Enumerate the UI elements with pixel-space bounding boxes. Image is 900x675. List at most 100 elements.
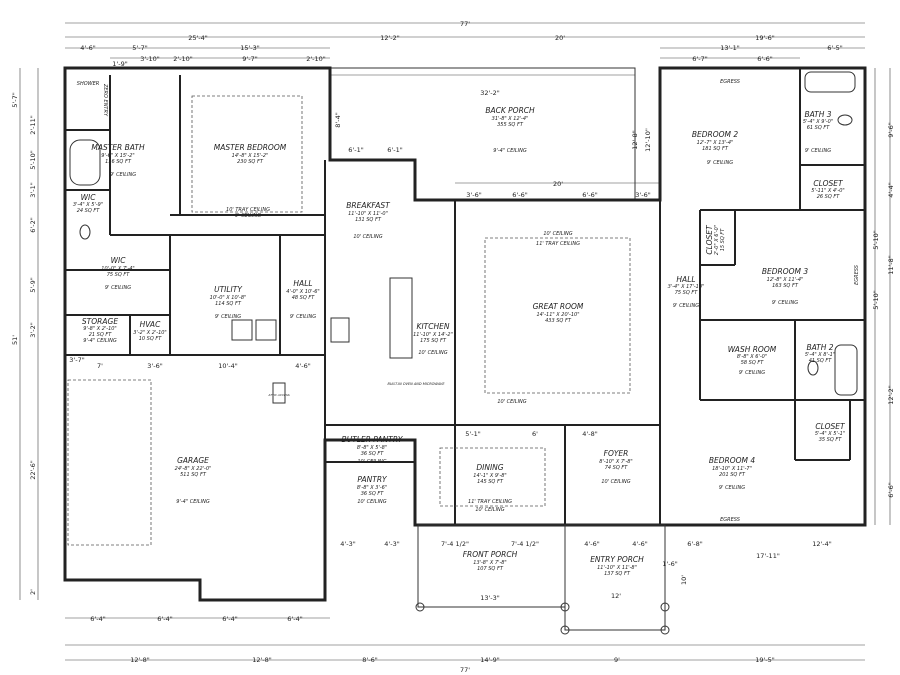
dims-left-side-3: 3'-1" bbox=[29, 182, 37, 197]
dims-garage-top-3: 10'-4" bbox=[218, 362, 238, 370]
dims-right-side-6: 6'-6" bbox=[887, 482, 895, 497]
rooms-wic2-size: 10'-0" X 7'-4" bbox=[101, 266, 134, 272]
dims-front-6: 6'-8" bbox=[687, 540, 702, 548]
rooms-butler-pantry-name: BUTLER PANTRY bbox=[342, 435, 404, 444]
dims-top-row3-0: 1'-9" bbox=[112, 60, 127, 68]
dims-breakfast-openings-0: 6'-1" bbox=[348, 146, 363, 154]
dims-great-room-openings-0: 3'-6" bbox=[466, 191, 481, 199]
rooms-front-porch-area: 107 SQ FT bbox=[477, 566, 504, 572]
dims-top-row1-1: 12'-2" bbox=[380, 34, 400, 42]
dims-garage-top-2: 3'-6" bbox=[147, 362, 162, 370]
room-bedroom-3: BEDROOM 312'-8" X 11'-4"163 SQ FT9' CEIL… bbox=[762, 264, 860, 306]
rooms-breakfast-size: 11'-10" X 11'-0" bbox=[348, 211, 388, 217]
rooms-bath3-size: 5'-4" X 9'-0" bbox=[803, 119, 833, 125]
dims-top-row3-3: 9'-7" bbox=[242, 55, 257, 63]
room-bedroom-2: BEDROOM 212'-7" X 13'-4"181 SQ FT9' CEIL… bbox=[692, 79, 741, 166]
dims-top-row3-6: 6'-6" bbox=[757, 55, 772, 63]
dims-left-side-2: 2'-11" bbox=[29, 115, 37, 135]
dims-front-11: 10' bbox=[680, 575, 688, 585]
rooms-bedroom4-egress: EGRESS bbox=[720, 517, 741, 523]
rooms-closet-b4-name: CLOSET bbox=[815, 422, 846, 431]
rooms-bedroom2-size: 12'-7" X 13'-4" bbox=[697, 140, 734, 146]
rooms-wic2-area: 75 SQ FT bbox=[107, 272, 131, 278]
exterior-walls bbox=[63, 66, 867, 602]
rooms-great-room-ceiling2: 11' TRAY CEILING bbox=[536, 241, 580, 247]
dims-garage-bottom-3: 6'-4" bbox=[287, 615, 302, 623]
rooms-master-bedroom-ceiling: 10' TRAY CEILING bbox=[226, 207, 270, 213]
rooms-utility-name: UTILITY bbox=[214, 285, 243, 294]
dims-left-side-9: 51' bbox=[11, 335, 19, 345]
rooms-bedroom2-egress: EGRESS bbox=[720, 79, 741, 85]
stove-icon bbox=[330, 317, 350, 343]
dims-top-row3-1: 3'-10" bbox=[140, 55, 160, 63]
rooms-master-bath-size: 9'-6" X 15'-2" bbox=[101, 153, 134, 159]
rooms-master-bedroom-ceiling2: 9' CEILING bbox=[235, 213, 261, 219]
rooms-butler-pantry-size: 8'-8" X 5'-8" bbox=[357, 445, 387, 451]
dims-front-9: 13'-3" bbox=[480, 594, 500, 602]
rooms-back-porch-ceiling: 9'-4" CEILING bbox=[493, 148, 527, 154]
interior-walls bbox=[65, 68, 865, 525]
dims-bottom-row-1: 12'-8" bbox=[252, 656, 272, 664]
rooms-master-bath-ceiling: 9' CEILING bbox=[110, 172, 136, 178]
dining-tray-ceiling bbox=[439, 447, 546, 507]
dims-overall-bottom: 77' bbox=[460, 666, 470, 674]
dims-dining-top-0: 5'-1" bbox=[465, 430, 480, 438]
room-bath-3: BATH 35'-4" X 9'-0"61 SQ FT9' CEILING bbox=[803, 110, 833, 154]
rooms-bath2-name: BATH 2 bbox=[806, 343, 833, 352]
dimension-labels: 77' 25'-4" 12'-2" 20' 19'-6" 4'-6" 5'-7"… bbox=[11, 20, 895, 674]
rooms-kitchen-name: KITCHEN bbox=[417, 322, 450, 331]
rooms-dining-area: 145 SQ FT bbox=[477, 479, 504, 485]
rooms-great-room-ceiling: 10' CEILING bbox=[543, 231, 572, 237]
rooms-kitchen-ceiling: 10' CEILING bbox=[418, 350, 447, 356]
dims-front-0: 4'-3" bbox=[340, 540, 355, 548]
rooms-bath3-ceiling: 9' CEILING bbox=[805, 148, 831, 154]
dims-top-row2-4: 6'-5" bbox=[827, 44, 842, 52]
dims-front-12: 1'-6" bbox=[662, 560, 677, 568]
rooms-entry-porch-area: 137 SQ FT bbox=[604, 571, 631, 577]
dims-porch-width: 32'-2" bbox=[480, 89, 500, 97]
rooms-wash-room-size: 8'-8" X 6'-0" bbox=[737, 354, 767, 360]
rooms-closet-b2-name: CLOSET bbox=[813, 179, 844, 188]
toilet-icon bbox=[807, 360, 819, 376]
rooms-butler-pantry-ceiling: 10' CEILING bbox=[357, 459, 386, 465]
rooms-foyer-size: 8'-10" X 7'-8" bbox=[599, 459, 632, 465]
rooms-front-porch-name: FRONT PORCH bbox=[463, 550, 518, 559]
rooms-foyer-area: 74 SQ FT bbox=[605, 465, 629, 471]
dims-left-side-5: 5'-9" bbox=[29, 277, 37, 292]
rooms-garage-name: GARAGE bbox=[177, 456, 209, 465]
rooms-bath3-area: 61 SQ FT bbox=[807, 125, 831, 131]
rooms-bedroom3-ceiling: 9' CEILING bbox=[772, 300, 798, 306]
rooms-bedroom2-ceiling: 9' CEILING bbox=[707, 160, 733, 166]
rooms-bedroom4-size: 18'-10" X 11'-7" bbox=[712, 466, 752, 472]
dims-porch-depth-2: 12'-10" bbox=[644, 128, 652, 152]
dims-garage-bottom-1: 6'-4" bbox=[157, 615, 172, 623]
rooms-foyer-ceiling: 10' CEILING bbox=[601, 479, 630, 485]
dims-great-room-openings-1: 6'-6" bbox=[512, 191, 527, 199]
rooms-bedroom3-egress: EGRESS bbox=[854, 264, 860, 285]
dims-front-4: 4'-6" bbox=[584, 540, 599, 548]
garage-parking-area bbox=[67, 379, 152, 546]
dims-top-row3-2: 2'-10" bbox=[173, 55, 193, 63]
rooms-closet-b3-size: 2'-0" X 6'-0" bbox=[714, 225, 720, 255]
dims-top-row3-4: 2'-10" bbox=[306, 55, 326, 63]
rooms-hall-left-size: 4'-0" X 10'-6" bbox=[286, 289, 319, 295]
toilet-icon bbox=[79, 224, 91, 240]
dims-right-side-2: 11'-8" bbox=[887, 255, 895, 275]
dims-garage-bottom-0: 6'-4" bbox=[90, 615, 105, 623]
rooms-pantry-area: 36 SQ FT bbox=[361, 491, 385, 497]
rooms-storage-size: 9'-8" X 2'-10" bbox=[83, 326, 116, 332]
dims-top-row3-5: 6'-7" bbox=[692, 55, 707, 63]
rooms-bedroom2-area: 181 SQ FT bbox=[702, 146, 729, 152]
dims-top-row1-0: 25'-4" bbox=[188, 34, 208, 42]
dimension-lines bbox=[19, 22, 891, 661]
rooms-kitchen-builtin: BUILT-IN OVEN AND MICROWAVE bbox=[387, 382, 445, 386]
